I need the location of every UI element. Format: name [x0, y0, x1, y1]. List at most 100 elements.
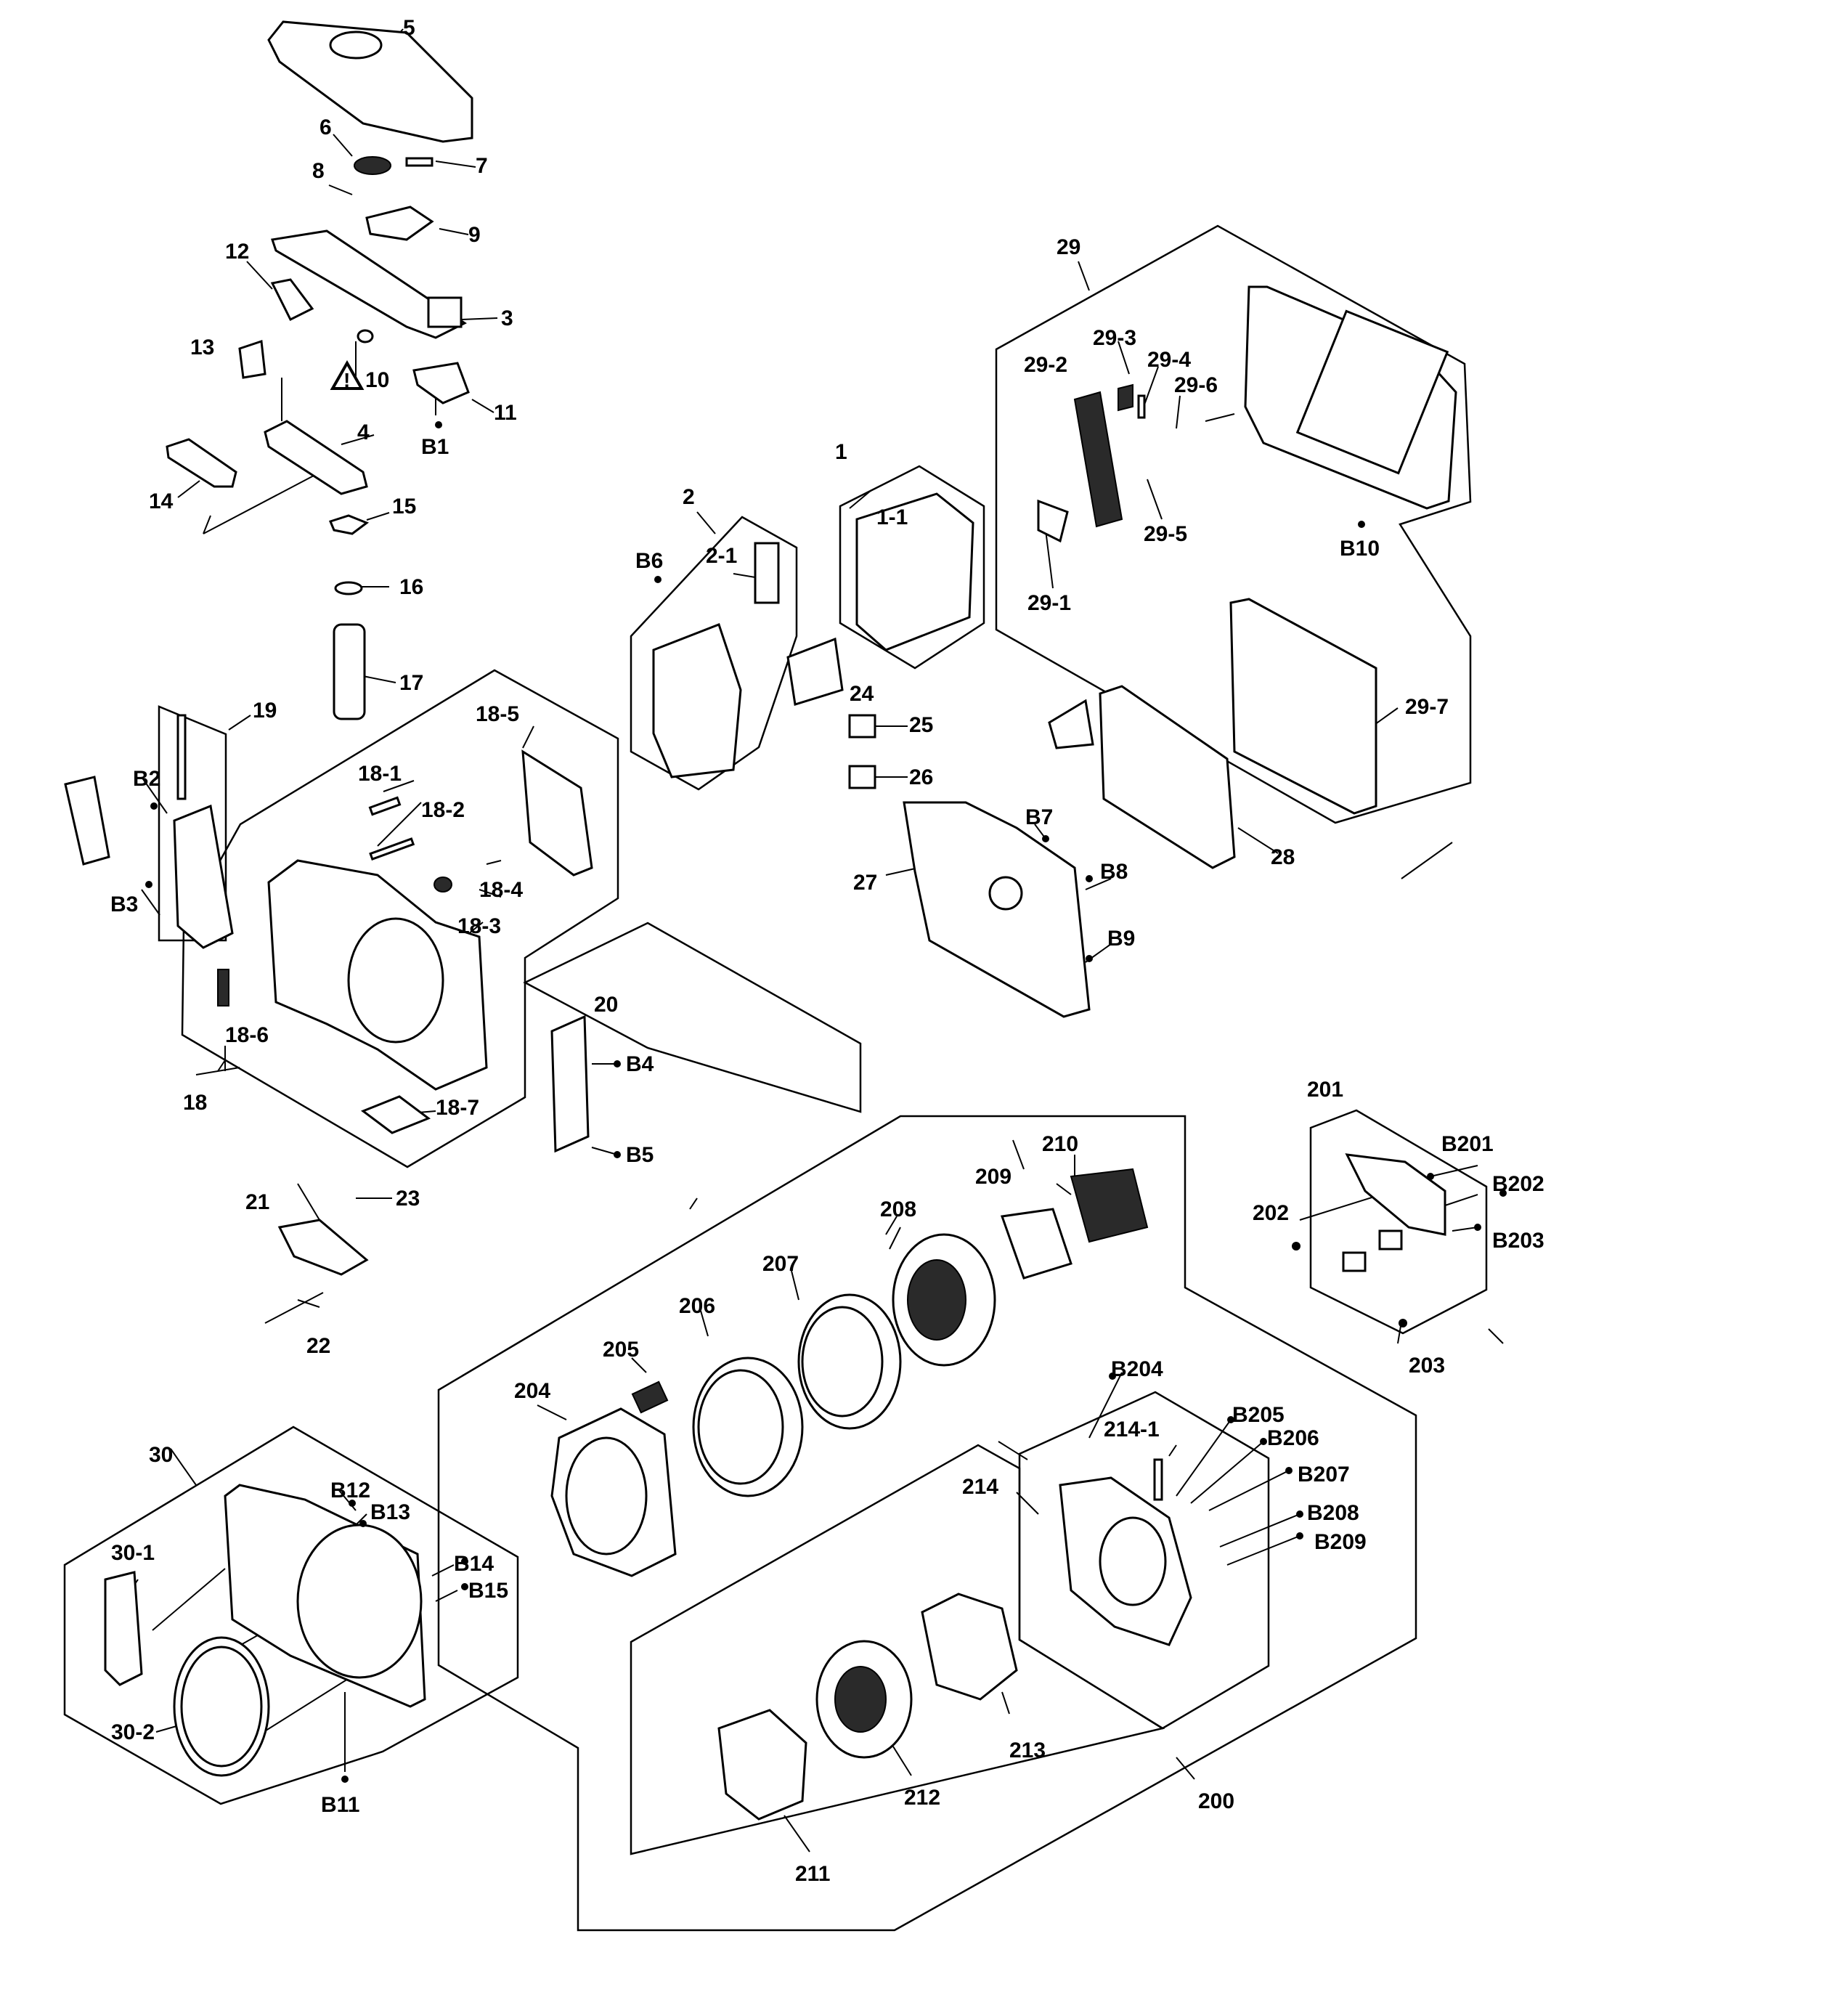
part-17-battery	[333, 623, 366, 720]
screw-b11	[341, 1776, 349, 1783]
callout-B209: B209	[1314, 1530, 1367, 1554]
callout-24: 24	[850, 682, 874, 706]
callout-20: 20	[594, 993, 618, 1017]
callout-206: 206	[679, 1294, 715, 1318]
callout-B201: B201	[1441, 1132, 1494, 1156]
screw-b13	[359, 1520, 367, 1527]
callout-201: 201	[1307, 1078, 1343, 1102]
part-26-chip	[848, 765, 876, 789]
group-1-outline	[839, 465, 985, 670]
callout-210: 210	[1042, 1132, 1078, 1156]
screw-b6	[654, 576, 662, 583]
part-29-3-part	[1118, 383, 1133, 412]
callout-28: 28	[1271, 845, 1295, 869]
group-20-outline	[523, 922, 862, 1113]
callout-B208: B208	[1307, 1501, 1359, 1525]
screw-b4	[614, 1060, 621, 1068]
callout-29: 29	[1057, 235, 1080, 259]
callout-B11: B11	[321, 1793, 359, 1817]
screw-b14	[461, 1558, 468, 1565]
callout-19: 19	[253, 699, 277, 723]
part-29-2-board	[1073, 391, 1123, 528]
callout-B5: B5	[626, 1143, 654, 1167]
part-7-tab	[405, 157, 433, 167]
part-204-opening	[565, 1436, 648, 1556]
callout-14: 14	[149, 489, 174, 513]
screw-202	[1292, 1242, 1300, 1250]
callout-B13: B13	[370, 1500, 410, 1524]
callout-18-1: 18-1	[358, 762, 402, 786]
screw-b2	[150, 802, 158, 810]
callout-214: 214	[962, 1475, 998, 1499]
callout-B205: B205	[1232, 1403, 1285, 1427]
callout-7: 7	[476, 154, 488, 178]
warning-triangle-icon: !	[330, 359, 365, 391]
screw-b201	[1427, 1173, 1434, 1180]
part-207-ring-inner	[801, 1306, 884, 1418]
callout-18-2: 18-2	[421, 798, 465, 822]
callout-212: 212	[904, 1786, 940, 1810]
callout-B8: B8	[1100, 860, 1128, 884]
callout-B3: B3	[110, 892, 138, 916]
callout-205: 205	[603, 1338, 639, 1362]
part-211	[717, 1709, 807, 1821]
callout-labels: 5 6 7 8 9 12 3 13 10 11 B1 4 14 15 16 17…	[110, 16, 1544, 1886]
screw-b3	[145, 881, 152, 888]
part-2-board	[652, 623, 742, 778]
callout-18-3: 18-3	[457, 914, 501, 938]
callout-12: 12	[225, 240, 249, 264]
callout-23: 23	[396, 1187, 420, 1211]
part-201-sensor-a	[1378, 1229, 1403, 1250]
callout-29-6: 29-6	[1174, 373, 1218, 397]
callout-203: 203	[1409, 1354, 1445, 1378]
callout-8: 8	[312, 159, 325, 183]
part-9-button	[365, 206, 434, 241]
callout-B12: B12	[330, 1479, 370, 1502]
callout-204: 204	[514, 1379, 550, 1403]
callout-29-1: 29-1	[1027, 591, 1071, 615]
part-5-top-cover	[267, 20, 473, 143]
part-20-side	[550, 1014, 590, 1153]
callout-2: 2	[683, 485, 695, 509]
screw-b203	[1474, 1224, 1481, 1231]
screw-b12	[349, 1500, 356, 1507]
callout-B202: B202	[1492, 1172, 1544, 1196]
callout-21: 21	[245, 1190, 269, 1214]
part-b2-side	[64, 776, 110, 866]
part-3-block	[427, 296, 463, 328]
callout-B206: B206	[1267, 1426, 1319, 1450]
callout-B6: B6	[635, 549, 663, 573]
part-29-7-frame	[1229, 598, 1377, 815]
callout-B7: B7	[1025, 805, 1053, 829]
callout-9: 9	[468, 223, 481, 247]
callout-15: 15	[392, 495, 416, 518]
group-2-outline	[630, 516, 798, 791]
group-201-outline	[1309, 1109, 1488, 1335]
part-214-lens	[1099, 1516, 1167, 1606]
callout-202: 202	[1253, 1201, 1289, 1225]
part-21-base	[277, 1219, 369, 1276]
callout-18-5: 18-5	[476, 702, 519, 726]
part-1-1-plate	[855, 492, 974, 651]
callout-5: 5	[403, 16, 415, 40]
callout-11: 11	[494, 401, 517, 425]
callout-18-6: 18-6	[225, 1023, 269, 1047]
screw-b208	[1296, 1510, 1303, 1518]
part-18-7-plate	[360, 1095, 431, 1134]
callout-27: 27	[853, 871, 877, 895]
screw-b10	[1358, 521, 1365, 528]
callout-25: 25	[909, 713, 933, 737]
part-19-plate	[173, 804, 234, 949]
callout-B1: B1	[421, 435, 449, 459]
part-30-lens-opening	[296, 1524, 423, 1679]
callout-B15: B15	[468, 1579, 508, 1603]
callout-B2: B2	[133, 767, 160, 791]
part-18-5-bracket	[521, 749, 593, 877]
part-19-strip	[176, 714, 187, 800]
callout-18-4: 18-4	[479, 878, 523, 902]
part-16-ring	[334, 581, 363, 595]
callout-29-2: 29-2	[1024, 353, 1067, 377]
part-210-ring	[1070, 1168, 1149, 1243]
callout-4: 4	[357, 420, 370, 444]
